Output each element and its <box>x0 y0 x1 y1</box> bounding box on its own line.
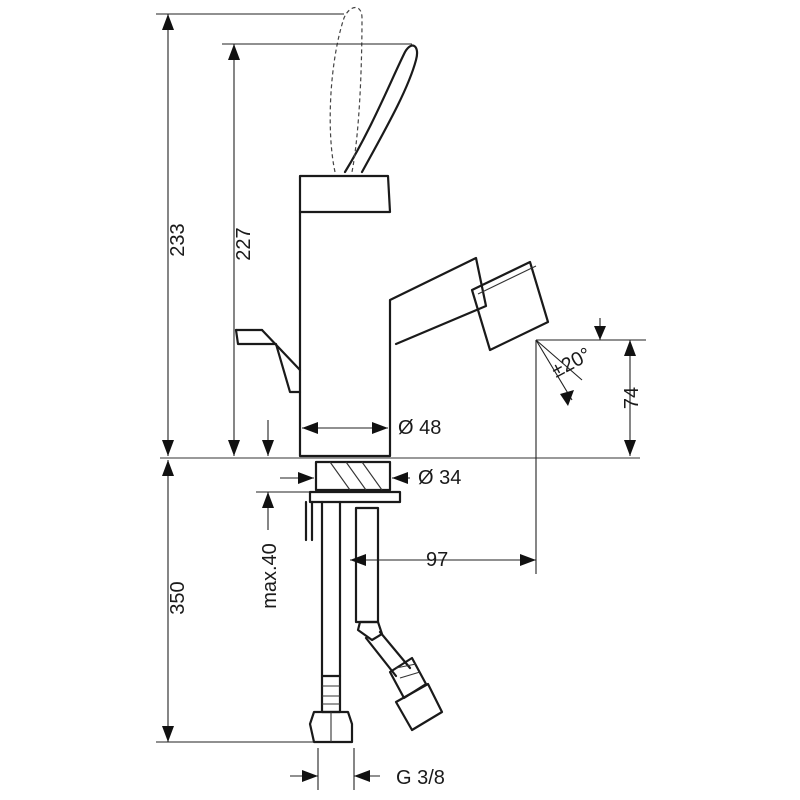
cartridge-cap <box>298 174 392 214</box>
label-max-40: max.40 <box>259 543 281 609</box>
left-hose-fitting <box>308 674 354 744</box>
dimension-diameter-48 <box>302 422 388 434</box>
dimension-g-3-8 <box>290 748 380 790</box>
spout-outlet <box>470 260 550 352</box>
dimension-233 <box>156 13 344 456</box>
lever-handle-open-position <box>329 6 363 173</box>
dimension-227 <box>222 43 412 456</box>
body-and-spout <box>298 210 488 458</box>
label-diameter-48: Ø 48 <box>398 417 441 439</box>
dimension-diameter-34 <box>280 472 410 484</box>
mounting-shank <box>314 460 392 492</box>
right-pipe <box>354 506 380 624</box>
label-350: 350 <box>167 581 189 614</box>
mounting-washer <box>308 490 402 504</box>
label-233: 233 <box>167 223 189 256</box>
label-spray-angle: ±20° <box>548 344 595 383</box>
label-g-3-8: G 3/8 <box>396 767 445 789</box>
label-diameter-34: Ø 34 <box>418 467 461 489</box>
label-97: 97 <box>426 549 448 571</box>
right-hose-fitting <box>388 656 444 732</box>
dimension-max-40 <box>256 420 310 530</box>
tap-outline <box>160 6 640 744</box>
left-hose <box>320 500 342 678</box>
lever-handle <box>343 44 419 174</box>
dimension-350 <box>156 460 314 743</box>
dimension-spray-angle <box>535 318 606 406</box>
label-227: 227 <box>233 227 255 260</box>
dimension-97 <box>350 340 537 574</box>
label-74: 74 <box>621 387 643 409</box>
